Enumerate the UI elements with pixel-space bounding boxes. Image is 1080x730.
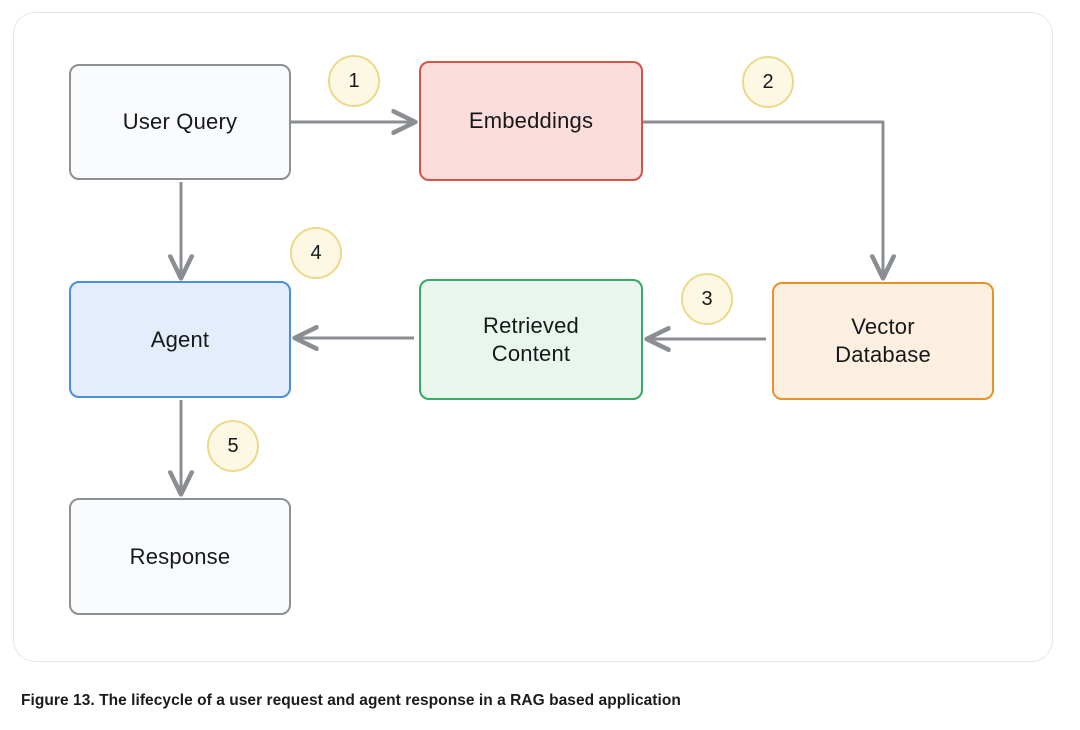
step-badge-4: 4 xyxy=(290,227,342,279)
node-agent[interactable]: Agent xyxy=(69,281,291,398)
node-user-query-label: User Query xyxy=(122,109,238,135)
figure-caption: Figure 13. The lifecycle of a user reque… xyxy=(21,692,681,709)
node-agent-label: Agent xyxy=(150,326,210,352)
node-response-label: Response xyxy=(129,543,231,569)
node-retrieved-content[interactable]: Retrieved Content xyxy=(419,279,643,400)
step-badge-3-label: 3 xyxy=(701,287,713,310)
node-embeddings-label: Embeddings xyxy=(468,108,594,134)
rag-lifecycle-diagram: User Query Embeddings Vector Database Re… xyxy=(69,55,994,615)
node-response[interactable]: Response xyxy=(69,498,291,615)
step-badge-1-label: 1 xyxy=(348,69,360,92)
edge-embeddings-to-vector-database xyxy=(641,120,883,276)
step-badge-2: 2 xyxy=(742,56,794,108)
step-badge-2-label: 2 xyxy=(762,70,774,93)
node-vector-database[interactable]: Vector Database xyxy=(772,282,994,400)
step-badge-5: 5 xyxy=(207,420,259,472)
node-vector-database-label: Vector Database xyxy=(835,314,931,367)
node-retrieved-content-label: Retrieved Content xyxy=(483,312,579,366)
node-user-query[interactable]: User Query xyxy=(69,64,291,180)
step-badge-3: 3 xyxy=(681,273,733,325)
step-badge-1: 1 xyxy=(328,55,380,107)
step-badge-4-label: 4 xyxy=(310,241,322,264)
step-badge-5-label: 5 xyxy=(227,434,239,457)
node-embeddings[interactable]: Embeddings xyxy=(419,61,643,181)
